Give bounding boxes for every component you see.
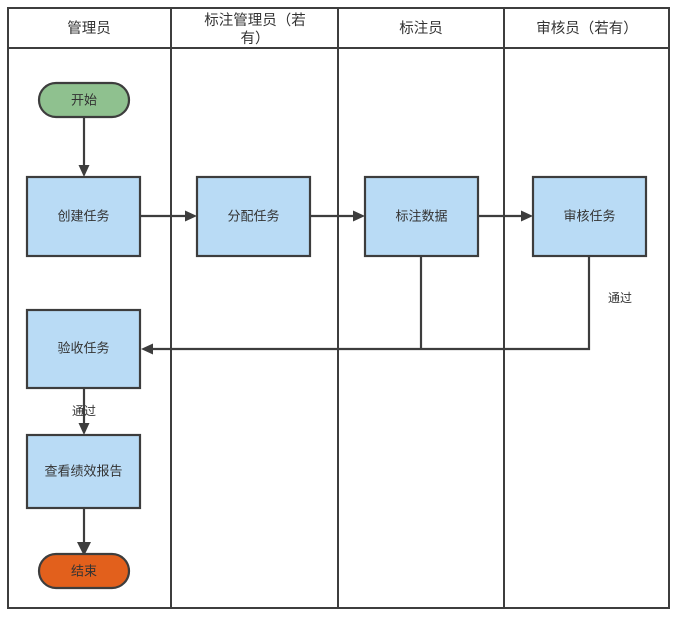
node-start-shape[interactable] xyxy=(37,81,131,119)
edge-assign-task-to-annotate-data xyxy=(310,210,365,222)
nodes: 开始 创建任务 分配任务 标注数据 审核任务 xyxy=(25,81,648,590)
arrow-head-right xyxy=(521,210,533,222)
node-create-task-shape[interactable] xyxy=(25,175,142,258)
node-view-report[interactable]: 查看绩效报告 xyxy=(25,433,142,510)
node-annotate-data-label: 标注数据 xyxy=(395,208,447,223)
lane-header-annotator: 标注员 xyxy=(399,20,443,37)
node-review-task-shape[interactable] xyxy=(531,175,648,258)
edge-line xyxy=(150,256,591,351)
lane-header-label-admin-line1: 标注管理员（若 xyxy=(204,12,306,29)
arrow-head-right xyxy=(353,210,365,222)
node-view-report-label: 查看绩效报告 xyxy=(44,463,122,478)
arrow-head-down xyxy=(78,423,90,435)
node-annotate-data[interactable]: 标注数据 xyxy=(363,175,480,258)
arrow-head-left xyxy=(141,343,153,355)
edge-label-review-pass: 通过 xyxy=(608,291,632,305)
edge-annotate-data-to-review-task xyxy=(478,210,533,222)
node-end[interactable]: 结束 xyxy=(37,552,131,590)
lane-header-admin: 管理员 xyxy=(67,20,111,37)
node-view-report-shape[interactable] xyxy=(25,433,142,510)
arrow-head-right xyxy=(185,210,197,222)
node-end-shape[interactable] xyxy=(37,552,131,590)
node-review-task-label: 审核任务 xyxy=(563,208,615,223)
connectors: 通过 通过 xyxy=(72,117,632,556)
edge-accept-task-to-view-report: 通过 xyxy=(72,388,96,435)
lane-headers: 管理员 标注管理员（若 有） 标注员 审核员（若有） xyxy=(67,12,638,47)
arrow-head-down xyxy=(77,542,91,556)
node-annotate-data-shape[interactable] xyxy=(363,175,480,258)
node-start-label: 开始 xyxy=(71,92,97,107)
node-create-task[interactable]: 创建任务 xyxy=(25,175,142,258)
edge-review-task-to-accept-task: 通过 xyxy=(141,256,632,355)
node-accept-task-shape[interactable] xyxy=(25,308,142,390)
node-assign-task[interactable]: 分配任务 xyxy=(195,175,312,258)
node-assign-task-shape[interactable] xyxy=(195,175,312,258)
edge-view-report-to-end xyxy=(77,508,91,556)
node-assign-task-label: 分配任务 xyxy=(227,208,279,223)
node-end-label: 结束 xyxy=(71,563,97,578)
lane-header-reviewer: 审核员（若有） xyxy=(536,20,638,37)
arrow-head-down xyxy=(78,165,90,177)
lane-header-label-admin-line2: 有） xyxy=(241,30,270,47)
node-start[interactable]: 开始 xyxy=(37,81,131,119)
node-accept-task[interactable]: 验收任务 xyxy=(25,308,142,390)
edge-label-accept-pass: 通过 xyxy=(72,404,96,418)
node-accept-task-label: 验收任务 xyxy=(57,340,109,355)
swimlane-table xyxy=(7,7,670,609)
edge-start-to-create-task xyxy=(78,117,90,177)
edge-create-task-to-assign-task xyxy=(140,210,197,222)
node-create-task-label: 创建任务 xyxy=(57,208,109,223)
node-review-task[interactable]: 审核任务 xyxy=(531,175,648,258)
